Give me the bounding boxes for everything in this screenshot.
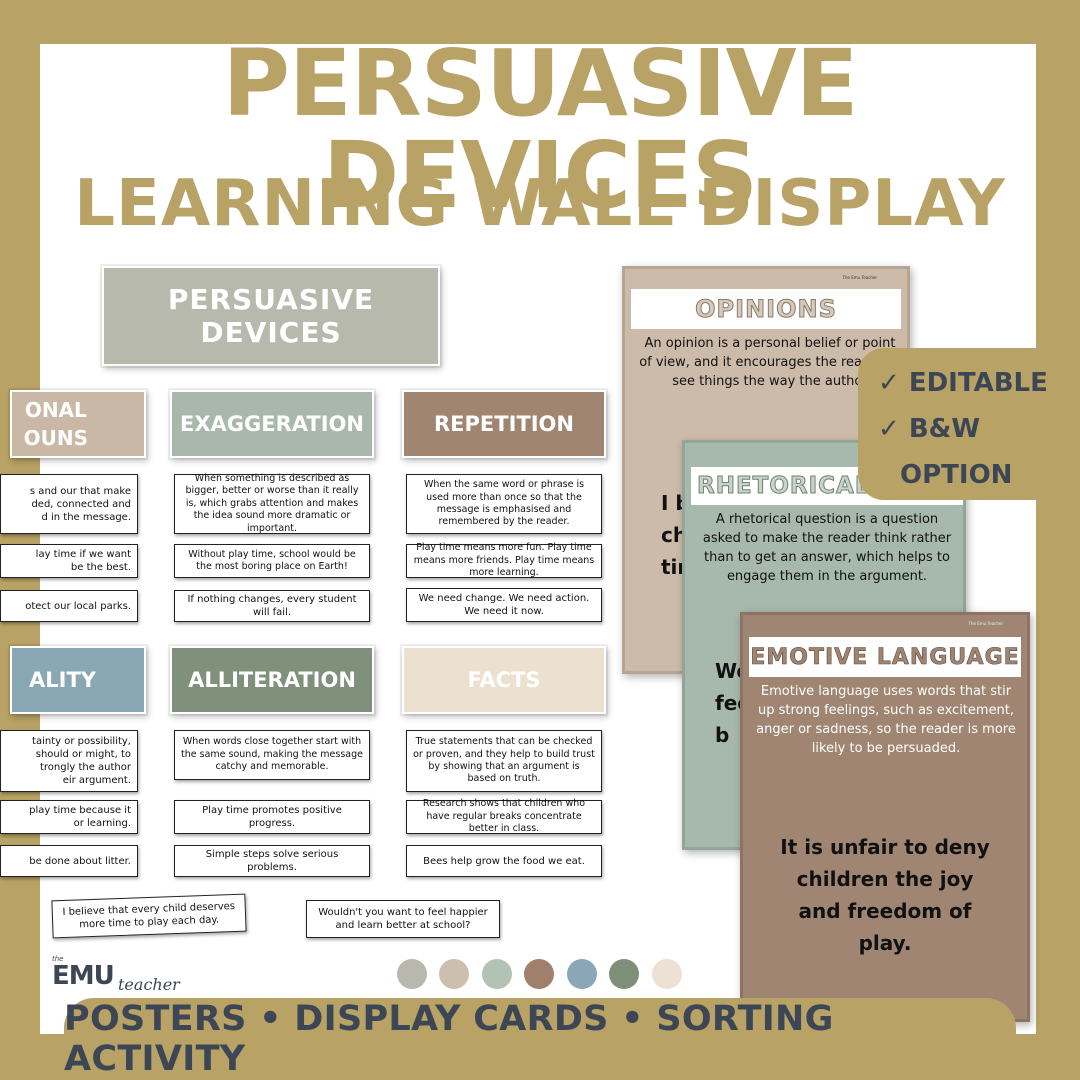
strip-text: otect our local parks. — [25, 600, 131, 612]
strip-col2-ex1: Without play time, school would be the m… — [174, 544, 370, 578]
card-label: FACTS — [467, 668, 541, 692]
poster-definition: An opinion is a personal belief or point… — [639, 336, 901, 389]
strip-col3-ex4: Bees help grow the food we eat. — [406, 845, 602, 877]
strip-col3-ex1: Play time means more fun. Play time mean… — [406, 542, 602, 579]
card-modality: ALITY — [10, 646, 146, 714]
badge-item-editable: ✓ EDITABLE — [878, 368, 1048, 398]
strip-text: Research shows that children who have re… — [422, 798, 586, 835]
strip-text: When the same word or phrase is used mor… — [423, 479, 585, 528]
strip-col1-ex2: otect our local parks. — [0, 590, 138, 622]
card-alliteration: ALLITERATION — [170, 646, 374, 714]
card-label: ONAL OUNS — [23, 398, 88, 450]
strip-text: play time because it or learning. — [29, 805, 131, 829]
logo-the: the — [52, 955, 64, 963]
strip-col3-def1: When the same word or phrase is used mor… — [406, 474, 602, 534]
strip-text: Without play time, school would be the m… — [188, 548, 356, 572]
poster-tag: The Emu Teacher — [842, 275, 877, 280]
strip-text: True statements that can be checked or p… — [413, 736, 595, 785]
strip-text: When something is described as bigger, b… — [185, 473, 359, 534]
subtitle: LEARNING WALL DISPLAY — [74, 167, 1006, 241]
strip-col2-def2: When words close together start with the… — [174, 730, 370, 780]
color-swatch — [652, 959, 682, 989]
card-label: EXAGGERATION — [180, 412, 364, 436]
badge-item-bw: ✓ B&W — [878, 414, 981, 444]
color-swatch — [397, 959, 427, 989]
poster-example: It is unfair to deny children the joy an… — [780, 835, 990, 955]
header-card: PERSUASIVE DEVICES — [102, 266, 440, 366]
logo-teacher: teacher — [118, 975, 180, 994]
strip-col3-def2: True statements that can be checked or p… — [406, 730, 602, 792]
poster-title: OPINIONS — [631, 289, 901, 329]
strip-loose-2: Wouldn't you want to feel happier and le… — [306, 900, 500, 938]
strip-text: We need change. We need action. We need … — [418, 593, 590, 617]
color-swatch — [482, 959, 512, 989]
card-label: REPETITION — [434, 412, 574, 436]
strip-col1-ex3: play time because it or learning. — [0, 800, 138, 834]
color-swatch — [567, 959, 597, 989]
strip-text: be done about litter. — [29, 855, 131, 867]
strip-col2-def1: When something is described as bigger, b… — [174, 473, 370, 534]
strip-col2-ex2: If nothing changes, every student will f… — [174, 590, 370, 622]
color-swatch — [439, 959, 469, 989]
strip-col2-ex4: Simple steps solve serious problems. — [174, 845, 370, 877]
footer-text: POSTERS • DISPLAY CARDS • SORTING ACTIVI… — [64, 999, 834, 1079]
strip-text: Wouldn't you want to feel happier and le… — [318, 907, 488, 931]
strip-col3-ex2: We need change. We need action. We need … — [406, 588, 602, 622]
strip-col2-ex3: Play time promotes positive progress. — [174, 800, 370, 834]
strip-text: When words close together start with the… — [181, 736, 363, 773]
strip-text: I believe that every child deserves more… — [62, 900, 236, 931]
strip-text: lay time if we want be the best. — [35, 549, 131, 573]
strip-text: s and our that make ded, connected and d… — [29, 485, 131, 523]
strip-col3-ex3: Research shows that children who have re… — [406, 798, 602, 835]
header-card-label: PERSUASIVE DEVICES — [167, 283, 375, 349]
card-repetition: REPETITION — [402, 390, 606, 458]
card-facts: FACTS — [402, 646, 606, 714]
poster-title: EMOTIVE LANGUAGE — [749, 637, 1021, 677]
main-title: PERSUASIVE DEVICES — [222, 30, 859, 229]
badge-item-option: OPTION — [900, 460, 1013, 490]
footer-banner: POSTERS • DISPLAY CARDS • SORTING ACTIVI… — [64, 998, 1016, 1080]
card-personal-pronouns: ONAL OUNS — [10, 390, 146, 458]
logo-emu: EMU — [52, 961, 115, 991]
poster-tag: The Emu Teacher — [968, 621, 1003, 626]
feature-badge: ✓ EDITABLE ✓ B&W OPTION — [858, 348, 1080, 500]
strip-text: Play time means more fun. Play time mean… — [413, 542, 595, 579]
strip-text: If nothing changes, every student will f… — [187, 594, 357, 618]
poster-definition: A rhetorical question is a question aske… — [702, 512, 952, 584]
strip-col1-ex4: be done about litter. — [0, 845, 138, 877]
strip-loose-1: I believe that every child deserves more… — [51, 893, 247, 939]
card-label: ALLITERATION — [188, 668, 356, 692]
color-swatch — [524, 959, 554, 989]
poster-definition: Emotive language uses words that stir up… — [756, 684, 1016, 756]
strip-col1-def2: tainty or possibility, should or might, … — [0, 730, 138, 792]
strip-col1-def1: s and our that make ded, connected and d… — [0, 474, 138, 534]
strip-text: Simple steps solve serious problems. — [205, 849, 339, 873]
strip-text: tainty or possibility, should or might, … — [32, 736, 131, 786]
strip-col1-ex1: lay time if we want be the best. — [0, 544, 138, 578]
color-swatch — [609, 959, 639, 989]
card-label: ALITY — [29, 668, 96, 692]
card-exaggeration: EXAGGERATION — [170, 390, 374, 458]
strip-text: Play time promotes positive progress. — [202, 805, 342, 829]
poster-emotive-language: The Emu Teacher EMOTIVE LANGUAGE Emotive… — [740, 612, 1030, 1022]
strip-text: Bees help grow the food we eat. — [423, 855, 585, 867]
